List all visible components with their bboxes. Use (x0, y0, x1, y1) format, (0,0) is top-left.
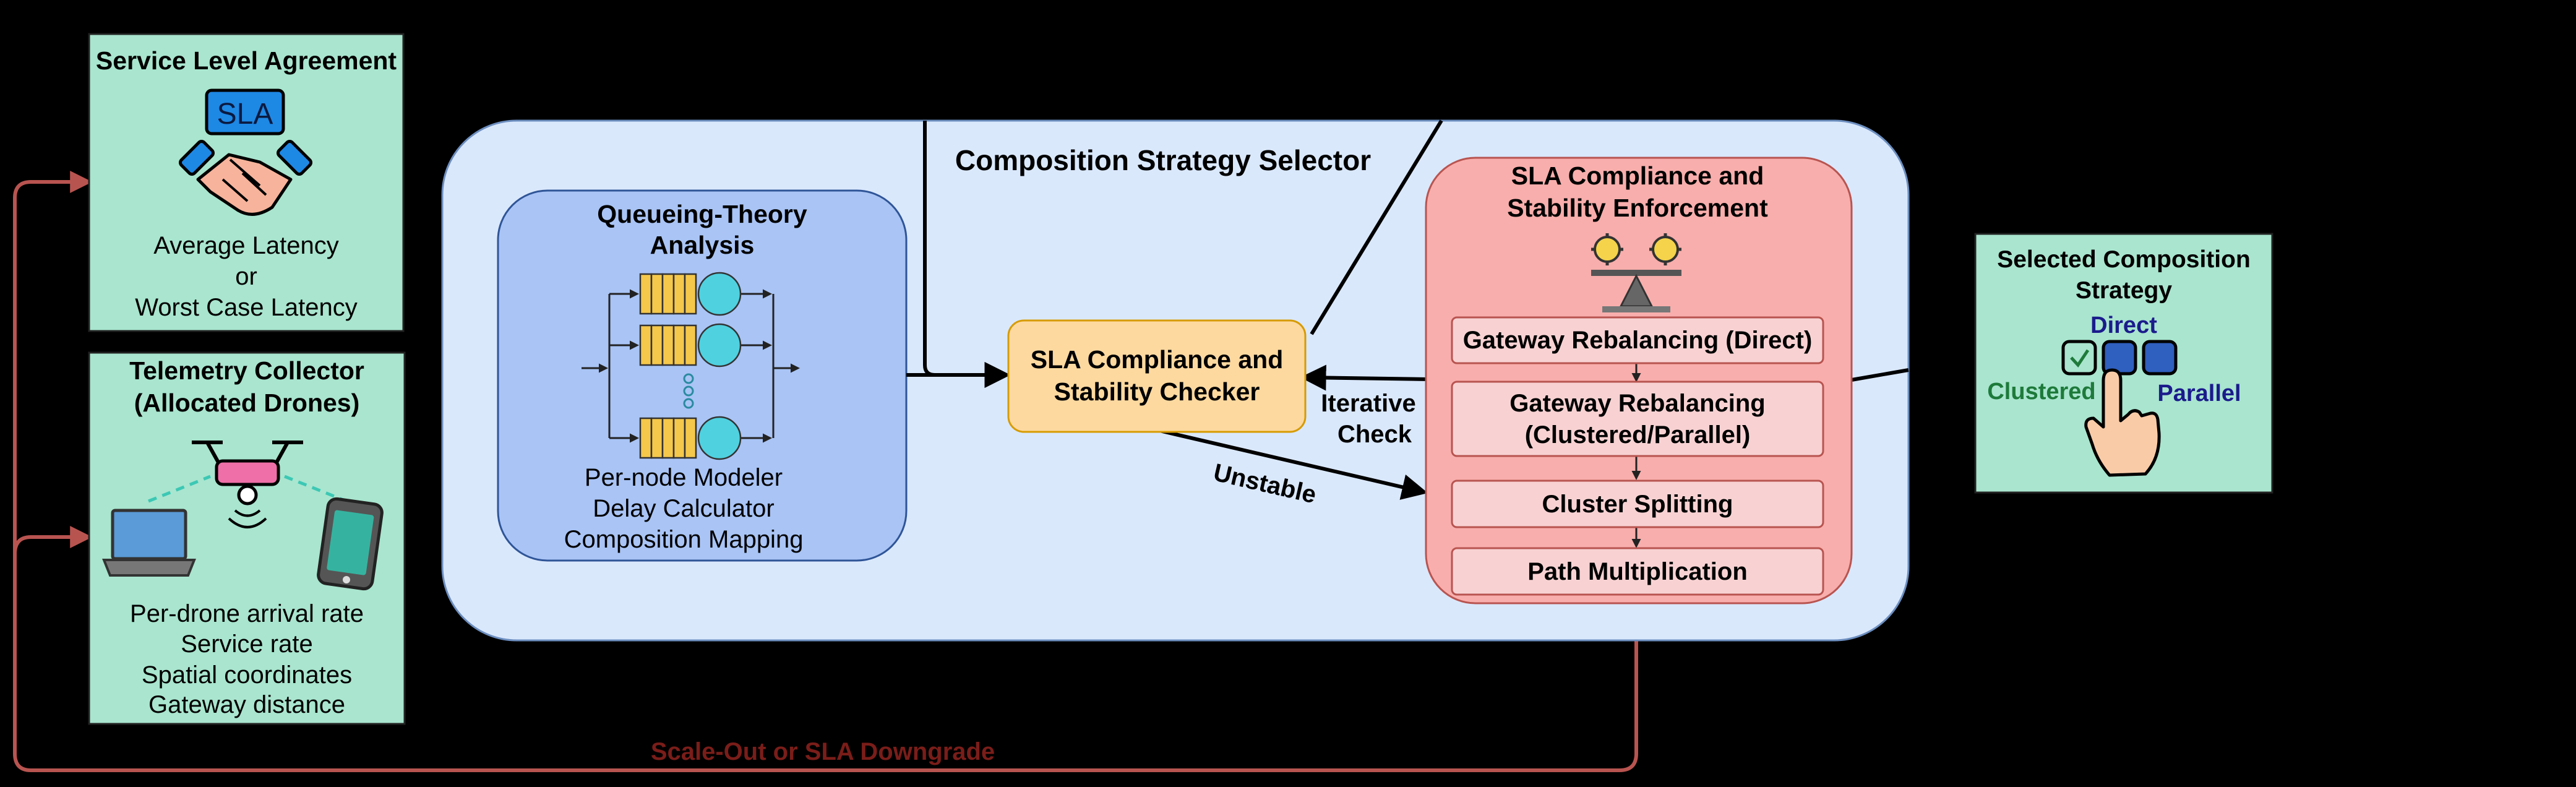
telemetry-line-1: Per-drone arrival rate (130, 600, 364, 627)
phone-link (284, 475, 347, 503)
telemetry-title-1: Telemetry Collector (129, 356, 364, 385)
direct-option-label: Direct (2090, 312, 2157, 338)
laptop-icon (102, 509, 196, 577)
telemetry-line-4: Gateway distance (148, 691, 345, 718)
enforcement-step-3: Cluster Splitting (1451, 480, 1824, 528)
sla-badge-icon: SLA (205, 88, 285, 135)
laptop-link (148, 475, 211, 503)
scale-out-label: Scale-Out or SLA Downgrade (651, 738, 995, 765)
sla-line-1: Average Latency (153, 232, 338, 259)
stability-checker-box: SLA Compliance and Stability Checker (1007, 319, 1307, 433)
selector-title: Composition Strategy Selector (955, 144, 1371, 176)
queueing-line-1: Per-node Modeler (585, 464, 783, 491)
queueing-title-1: Queueing-Theory (597, 200, 807, 228)
iterative-check-label-2: Check (1337, 421, 1412, 448)
queue-buffer-icons (639, 272, 742, 460)
enforcement-step-3-text: Cluster Splitting (1542, 491, 1733, 518)
enforcement-step-2-text-2: (Clustered/Parallel) (1525, 421, 1751, 449)
strategy-options-icon (2061, 340, 2178, 376)
enforcement-title-1: SLA Compliance and (1511, 161, 1764, 190)
sla-line-2: or (235, 263, 257, 290)
telemetry-line-3: Spatial coordinates (142, 661, 352, 689)
telemetry-line-2: Service rate (181, 630, 312, 658)
selected-strategy-box: Selected Composition Strategy Direct Clu… (1974, 233, 2273, 494)
clustered-option-label: Clustered (1987, 379, 2095, 405)
enforcement-step-1: Gateway Rebalancing (Direct) (1451, 316, 1824, 364)
drone-icon (192, 441, 303, 528)
enforcement-step-4-text: Path Multiplication (1527, 558, 1748, 585)
iterative-check-label-1: Iterative (1321, 390, 1415, 417)
enforcement-step-2-text-1: Gateway Rebalancing (1509, 390, 1765, 417)
queue-network-icon (582, 289, 800, 443)
queueing-title-2: Analysis (650, 231, 755, 259)
enforcement-title-2: Stability Enforcement (1507, 194, 1768, 222)
sla-line-3: Worst Case Latency (135, 294, 357, 321)
parallel-option-label: Parallel (2157, 381, 2241, 406)
queueing-line-3: Composition Mapping (564, 526, 804, 553)
enforcement-step-2: Gateway Rebalancing (Clustered/Parallel) (1451, 381, 1824, 457)
balance-scale-icon (1591, 233, 1681, 312)
checker-line-1: SLA Compliance and (1031, 345, 1284, 374)
queueing-line-2: Delay Calculator (593, 495, 774, 522)
pointing-hand-icon (2084, 368, 2161, 477)
selected-title-1: Selected Composition (1997, 246, 2251, 273)
handshake-icon (178, 139, 313, 216)
checker-line-2: Stability Checker (1054, 377, 1260, 406)
phone-icon (317, 497, 384, 591)
flow-arrows (906, 119, 1909, 500)
telemetry-title-2: (Allocated Drones) (134, 389, 360, 417)
sla-box: Service Level Agreement SLA Average Late… (88, 33, 405, 332)
queueing-analysis-box: Queueing-Theory Analysis (497, 189, 908, 562)
enforcement-box: SLA Compliance and Stability Enforcement… (1425, 157, 1853, 604)
enforcement-step-1-text: Gateway Rebalancing (Direct) (1463, 327, 1813, 354)
selected-title-2: Strategy (2076, 277, 2172, 304)
sla-badge-text: SLA (217, 98, 273, 131)
enforcement-step-4: Path Multiplication (1451, 547, 1824, 596)
telemetry-box: Telemetry Collector (Allocated Drones) P… (88, 351, 406, 725)
scale-out-feedback-path (13, 171, 1638, 772)
sla-title: Service Level Agreement (96, 46, 397, 75)
